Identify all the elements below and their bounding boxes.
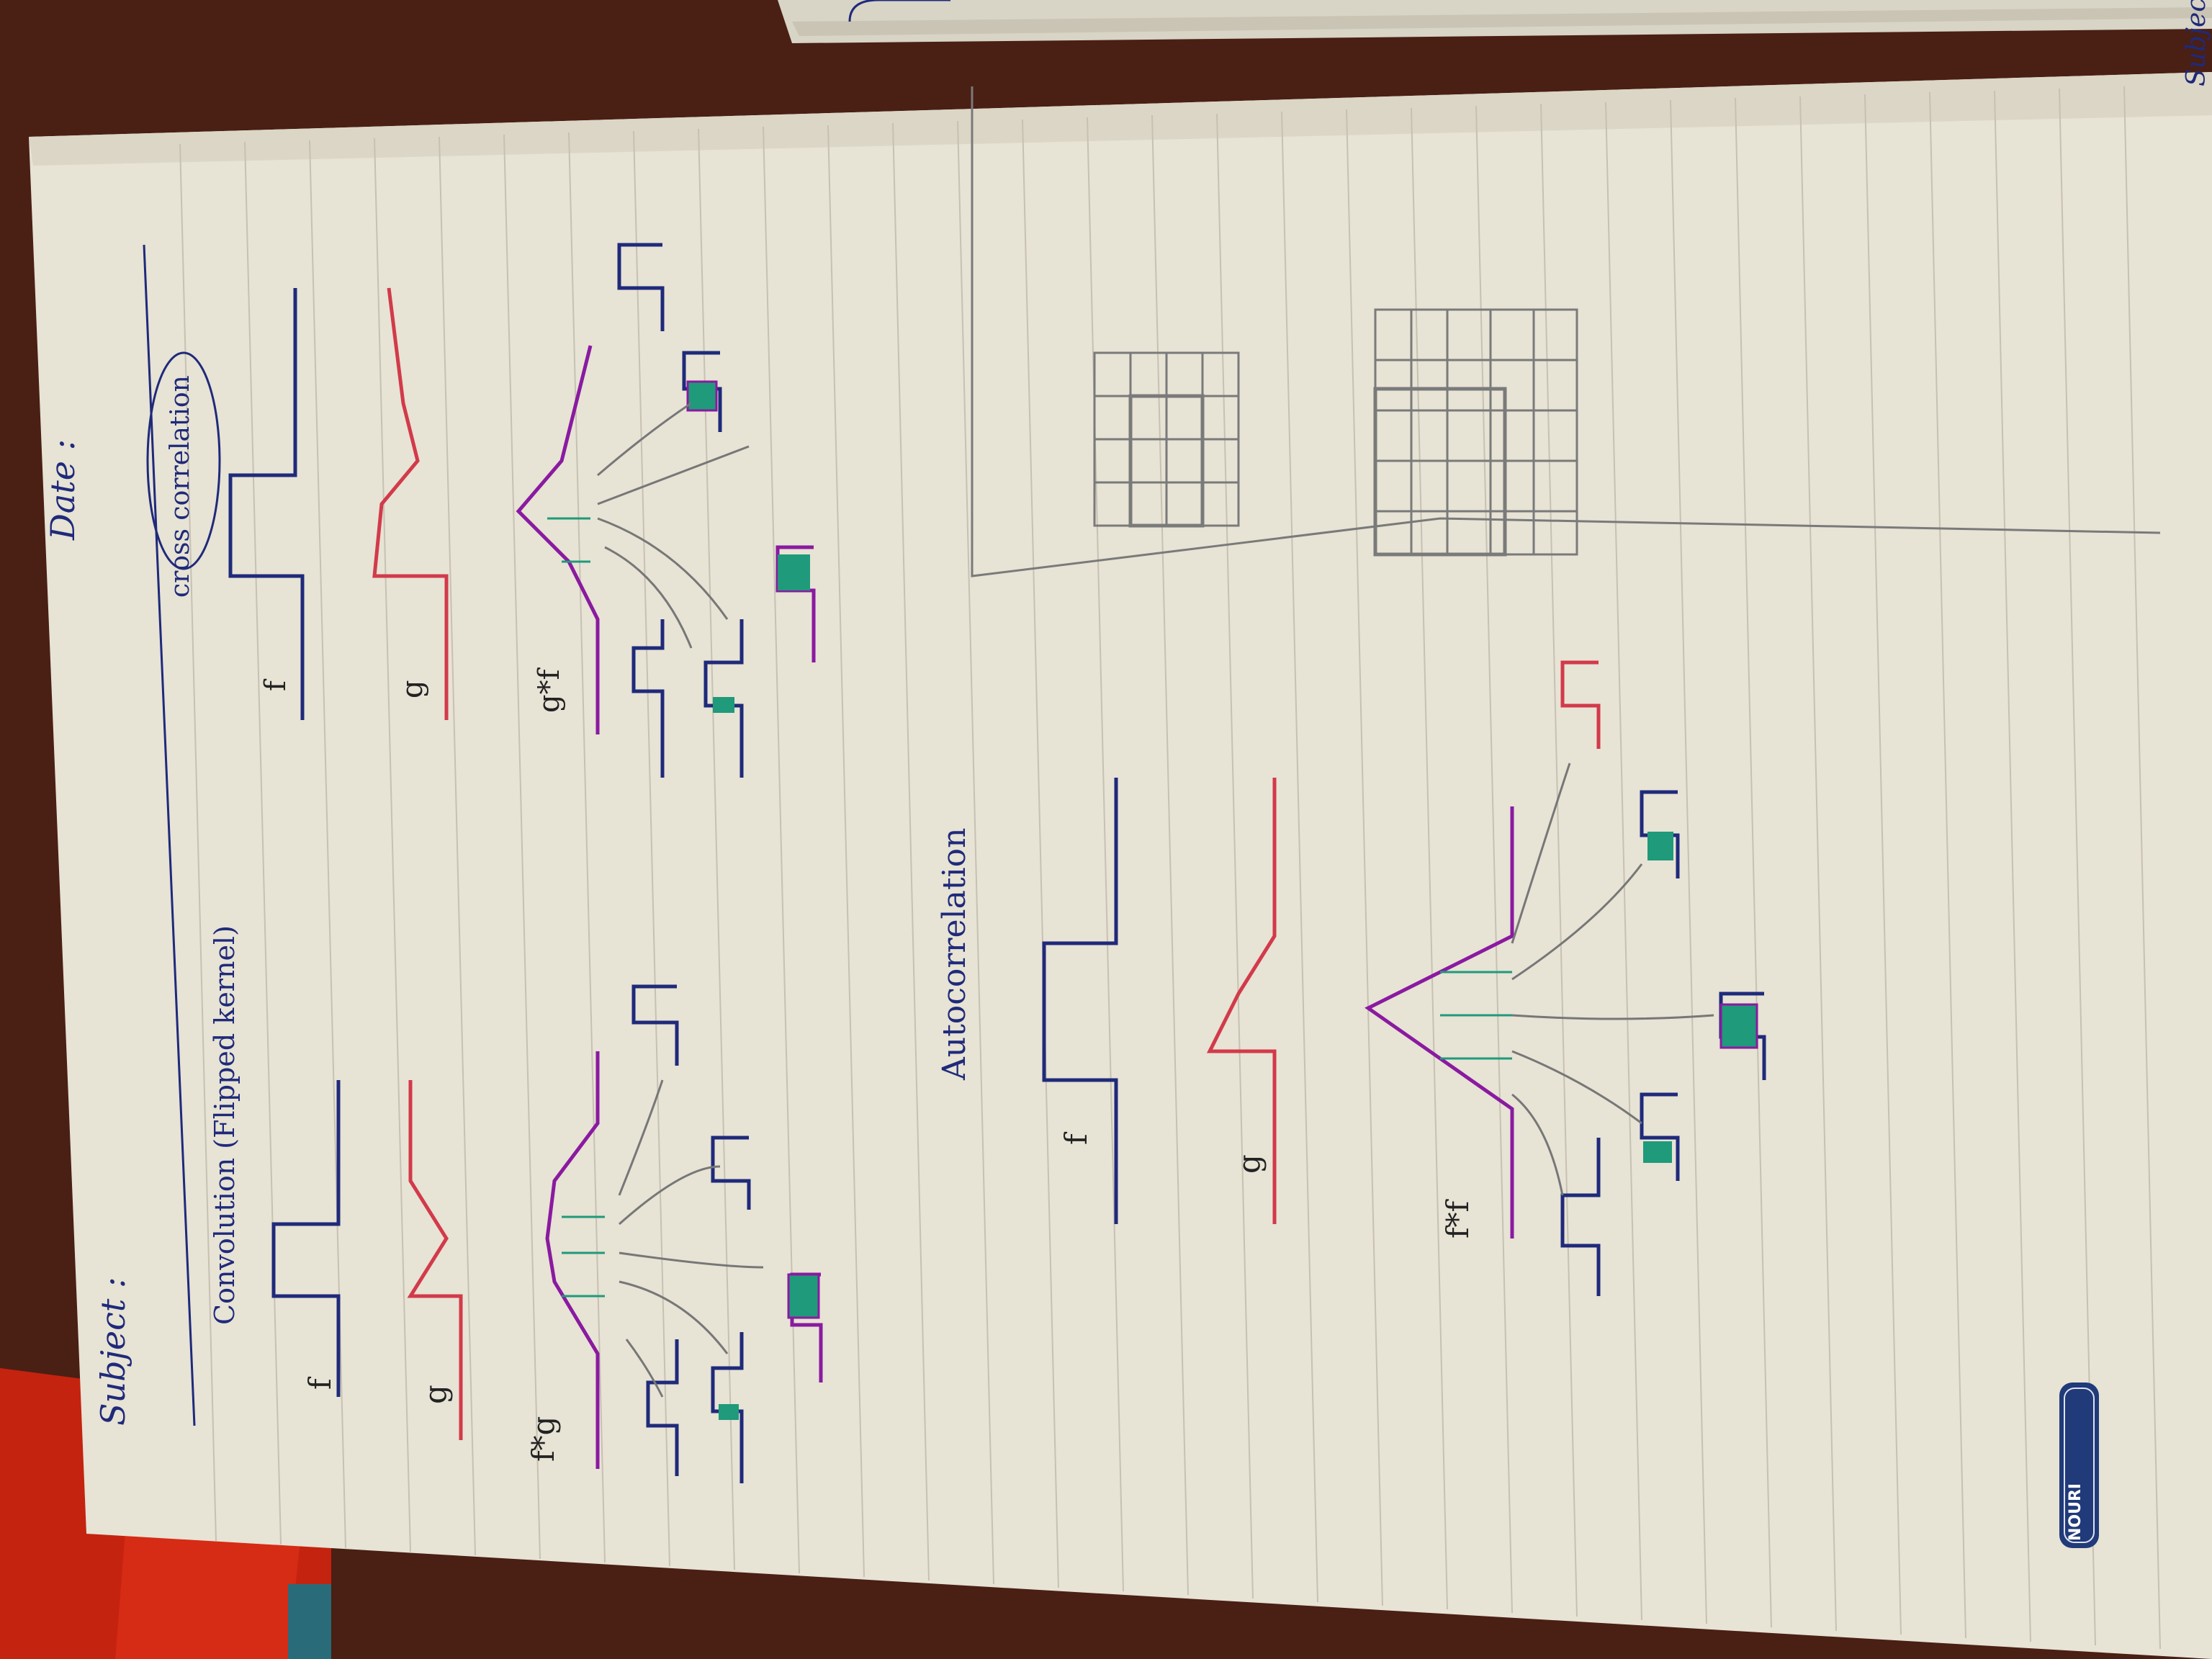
corr-g-signal [372, 287, 449, 720]
correlation-oval [146, 351, 221, 570]
corr-result [516, 345, 600, 734]
notebook-page [29, 72, 2212, 1659]
nouri-logo [2059, 1382, 2099, 1548]
conv-result [545, 1051, 600, 1469]
conv-f-signal [271, 1080, 341, 1397]
teal-object [288, 1584, 331, 1659]
ruled-lines [179, 86, 2161, 1650]
convolution-diagram [271, 984, 823, 1483]
correlation-diagram [228, 243, 816, 778]
corr-f-signal [228, 288, 305, 720]
auto-overlap-patch [1719, 1003, 1758, 1049]
conv-g-signal [407, 1080, 463, 1440]
auto-f-signal [1042, 778, 1118, 1224]
auto-g-signal [1206, 778, 1277, 1224]
auto-result [1364, 806, 1514, 1238]
autocorrelation-diagram [1042, 660, 1766, 1296]
pencil-grid-box [971, 86, 2161, 577]
overlap-patch [787, 1273, 820, 1319]
